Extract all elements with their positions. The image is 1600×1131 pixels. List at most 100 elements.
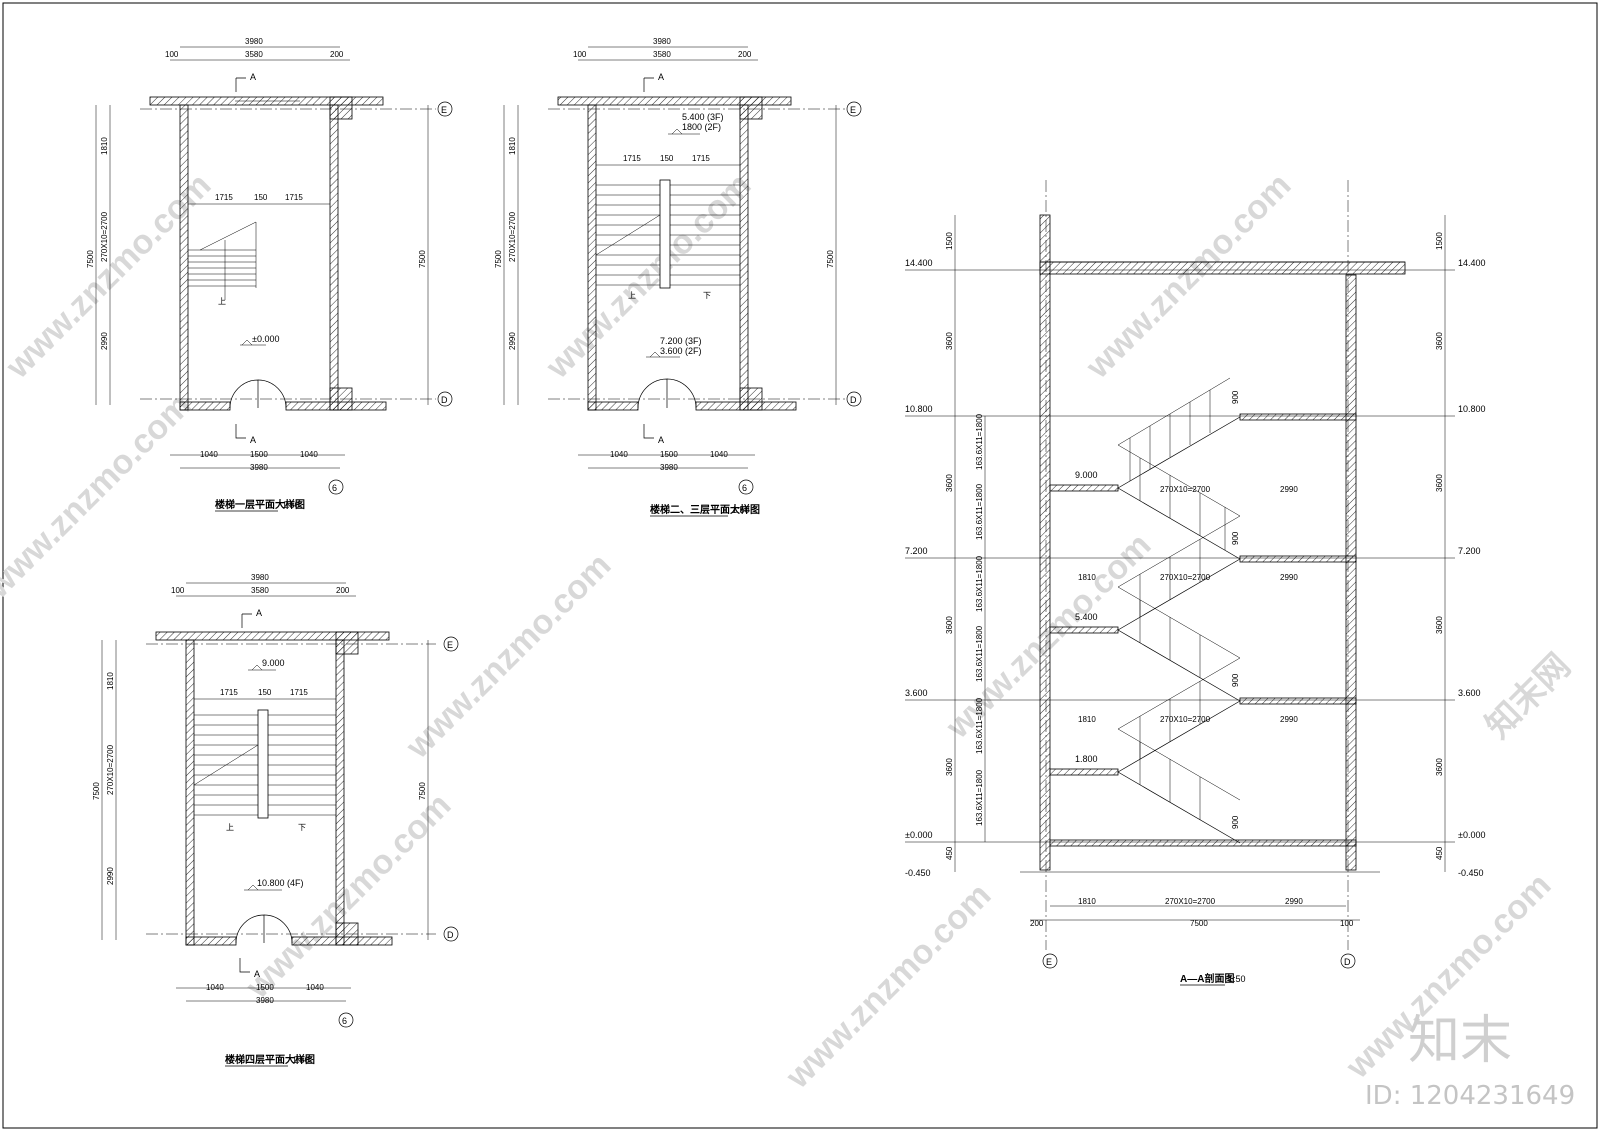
stair-up-label: 上 xyxy=(218,297,226,306)
stair-up-label: 上 xyxy=(226,823,234,832)
axis-label-e: E xyxy=(441,105,447,115)
watermark-id: ID: 1204231649 xyxy=(1365,1081,1575,1111)
dim-floor: 2990 xyxy=(1280,715,1298,724)
dim-floor: 2990 xyxy=(1280,573,1298,582)
watermark-brand: 知末 xyxy=(1408,1011,1512,1071)
level-label: 7.200 xyxy=(905,546,928,556)
level-mark: 1800 (2F) xyxy=(682,122,721,132)
level-label-right: -0.450 xyxy=(1458,868,1484,878)
dim-total-width-bottom: 3980 xyxy=(660,463,678,472)
dim-gap: 150 xyxy=(254,193,268,202)
dim-flight: 1715 xyxy=(220,688,238,697)
dim-bottom-total: 7500 xyxy=(1190,919,1208,928)
section-mark-bottom: A xyxy=(658,435,664,445)
dim-edge: 100 xyxy=(573,50,587,59)
dim-bottom-seg: 2990 xyxy=(508,332,517,350)
level-label-right: 7.200 xyxy=(1458,546,1481,556)
dim-riser: 163.6X11=1800 xyxy=(975,769,984,826)
stair-flights xyxy=(595,179,740,289)
level-label-right: 3.600 xyxy=(1458,688,1481,698)
stair-flight xyxy=(188,221,257,300)
watermark-site-2: www.znzmo.com xyxy=(538,166,758,386)
stair-up-label: 上 xyxy=(628,291,636,300)
dim-bottom-a: 1810 xyxy=(1078,897,1096,906)
dim-total-height: 7500 xyxy=(92,782,101,800)
stair-flights xyxy=(193,709,336,819)
level-label: ±0.000 xyxy=(905,830,932,840)
plan-scale: 1:50 xyxy=(732,505,750,515)
dim-door: 1500 xyxy=(660,450,678,459)
landing-level: 5.400 xyxy=(1075,612,1098,622)
dim-flight: 1715 xyxy=(285,193,303,202)
dim-bottom-edge: 100 xyxy=(1340,919,1354,928)
dim-edge: 200 xyxy=(738,50,752,59)
axis-label-6: 6 xyxy=(342,1016,347,1026)
watermark-site-4: www.znzmo.com xyxy=(0,386,198,606)
dim-floor-h-right: 3600 xyxy=(1435,758,1444,776)
dim-door: 1500 xyxy=(250,450,268,459)
level-mark: 3.600 (2F) xyxy=(660,346,702,356)
dim-landing: 1810 xyxy=(1078,715,1096,724)
dim-total-height-right: 7500 xyxy=(826,250,835,268)
dim-total-height-right: 7500 xyxy=(418,782,427,800)
level-mark: ±0.000 xyxy=(252,334,279,344)
level-mark: 10.800 (4F) xyxy=(257,878,304,888)
dim-top-seg: 1810 xyxy=(106,672,115,690)
dim-flight: 1715 xyxy=(692,154,710,163)
dim-inner-width: 3580 xyxy=(245,50,263,59)
level-label: 10.800 xyxy=(905,404,933,414)
dim-door-right: 1040 xyxy=(306,983,324,992)
dim-total-width-bottom: 3980 xyxy=(256,996,274,1005)
dim-inner-width: 3580 xyxy=(653,50,671,59)
dim-total-width: 3980 xyxy=(245,37,263,46)
dim-top-seg: 1810 xyxy=(100,137,109,155)
dim-flight: 1715 xyxy=(215,193,233,202)
dim-total-width: 3980 xyxy=(653,37,671,46)
section-mark-top: A xyxy=(250,72,256,82)
dim-edge: 100 xyxy=(171,586,185,595)
dim-door-left: 1040 xyxy=(610,450,628,459)
axis-label-e: E xyxy=(1046,957,1052,967)
dim-total-height: 7500 xyxy=(494,250,503,268)
dim-edge: 200 xyxy=(336,586,350,595)
section-mark-bottom: A xyxy=(254,969,260,979)
dim-bottom-seg: 2990 xyxy=(100,332,109,350)
axis-label-e: E xyxy=(447,640,453,650)
stair-down-label: 下 xyxy=(703,291,711,300)
dim-bottom-c: 2990 xyxy=(1285,897,1303,906)
axis-label-6: 6 xyxy=(332,483,337,493)
watermark-site-3: www.znzmo.com xyxy=(1078,166,1298,386)
section-mark-top: A xyxy=(256,608,262,618)
section-title: A—A剖面图 xyxy=(1180,972,1234,985)
dim-door: 1500 xyxy=(256,983,274,992)
watermark-cn: 知末网 xyxy=(1479,647,1578,746)
watermark-site-8: www.znzmo.com xyxy=(778,876,998,1096)
stair-down-label: 下 xyxy=(298,823,306,832)
axis-label-d: D xyxy=(1344,957,1351,967)
dim-stair-seg: 270X10=2700 xyxy=(100,211,109,262)
dim-rail: 900 xyxy=(1231,815,1240,829)
axis-label-6: 6 xyxy=(742,483,747,493)
watermark-site-5: www.znzmo.com xyxy=(398,546,618,766)
dim-floor-h: 3600 xyxy=(945,616,954,634)
plan-first-floor: 3980 3580 100 200 A 1715 150 xyxy=(86,37,453,512)
dim-floor-h-right: 3600 xyxy=(1435,616,1444,634)
dim-floor: 2990 xyxy=(1280,485,1298,494)
dim-plinth-right: 450 xyxy=(1435,846,1444,860)
dim-total-height: 7500 xyxy=(86,250,95,268)
dim-run: 270X10=2700 xyxy=(1160,715,1211,724)
axis-label-d: D xyxy=(441,395,448,405)
dim-riser: 163.6X11=1800 xyxy=(975,555,984,612)
section-mark-top: A xyxy=(658,72,664,82)
section-a-a: 14.400 10.800 7.200 3.600 ±0.000 -0.450 … xyxy=(905,180,1486,986)
level-mark: 5.400 (3F) xyxy=(682,112,724,122)
dim-flight: 1715 xyxy=(623,154,641,163)
dim-edge: 100 xyxy=(165,50,179,59)
level-label: 14.400 xyxy=(905,258,933,268)
level-label-right: ±0.000 xyxy=(1458,830,1485,840)
plan-title: 楼梯一层平面大样图 xyxy=(215,498,305,511)
axis-label-e: E xyxy=(850,105,856,115)
dim-riser: 163.6X11=1800 xyxy=(975,413,984,470)
dim-flight: 1715 xyxy=(290,688,308,697)
